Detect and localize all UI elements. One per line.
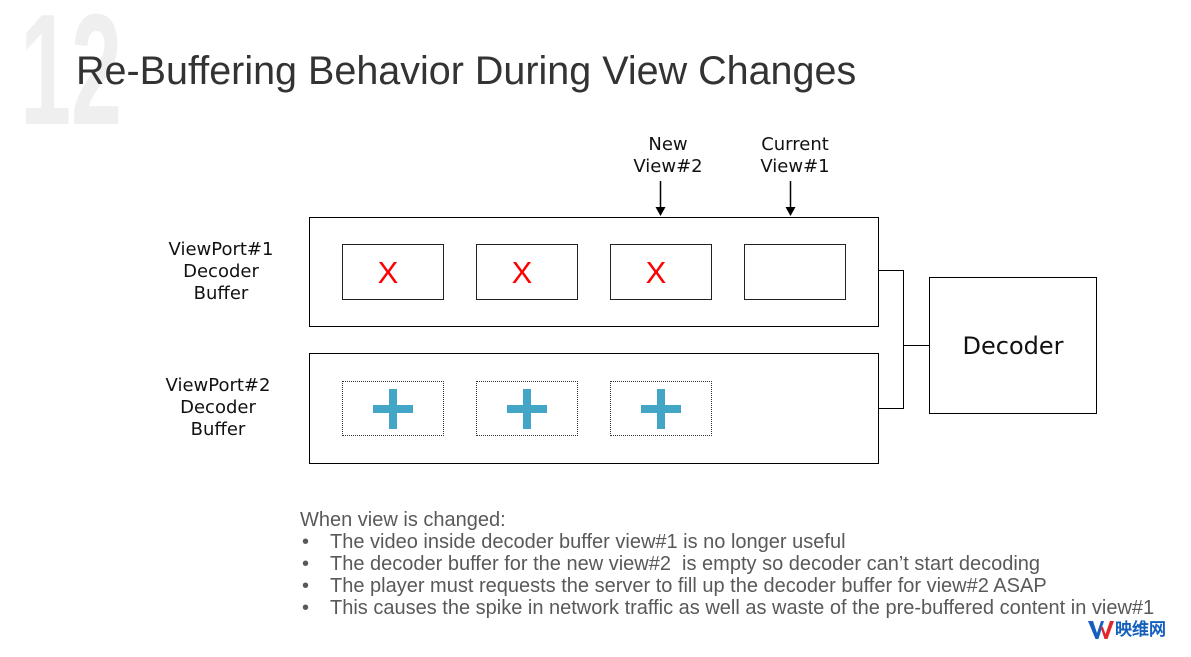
viewport1-buffer-label: ViewPort#1 Decoder Buffer [141, 239, 301, 305]
plus-icon [507, 388, 547, 429]
buffer-slot: X [610, 244, 712, 300]
decoder-box: Decoder [929, 277, 1097, 414]
buffer-slot-pending [342, 381, 444, 436]
viewport1-decoder-buffer: X X X [309, 217, 879, 327]
pointer-label-line: View#2 [633, 156, 703, 177]
plus-icon [641, 388, 681, 429]
slide-title: Re-Buffering Behavior During View Change… [76, 49, 857, 93]
buffer-slot: X [476, 244, 578, 300]
arrow-new-view-head [655, 207, 666, 216]
arrow-current-view-head [785, 207, 796, 216]
note-text: The decoder buffer for the new view#2 is… [330, 553, 1041, 575]
buffer-slot-pending [610, 381, 712, 436]
buffer-slot-pending [476, 381, 578, 436]
decoder-label: Decoder [962, 331, 1064, 360]
notes-heading: When view is changed: [300, 509, 506, 531]
list-item: • This causes the spike in network traff… [300, 597, 1154, 619]
pointer-label-line: New [648, 134, 688, 155]
bullet: • [302, 597, 310, 619]
x-mark: X [377, 254, 399, 290]
logo-text: 映维网 [1115, 620, 1166, 640]
notes-block: When view is changed: • The video inside… [300, 509, 1154, 619]
yingwei-logo-icon [1088, 621, 1114, 639]
viewport-label-line: Buffer [193, 283, 249, 304]
list-item: • The decoder buffer for the new view#2 … [300, 553, 1154, 575]
x-mark: X [645, 254, 667, 290]
slide-number: 12 [20, 0, 122, 158]
viewport-label-line: ViewPort#1 [168, 239, 274, 260]
pointer-label-line: View#1 [760, 156, 830, 177]
viewport2-buffer-label: ViewPort#2 Decoder Buffer [138, 375, 298, 441]
buffer-slot-current [744, 244, 846, 300]
note-text: This causes the spike in network traffic… [330, 597, 1155, 619]
plus-icon [373, 388, 413, 429]
viewport2-decoder-buffer [309, 353, 879, 464]
viewport-label-line: ViewPort#2 [165, 375, 271, 396]
bullet: • [302, 553, 310, 575]
bullet: • [302, 575, 310, 597]
viewport-label-line: Buffer [190, 419, 246, 440]
list-item: • The player must requests the server to… [300, 575, 1154, 597]
pointer-label-current-view: Current View#1 [735, 134, 855, 178]
x-mark: X [511, 254, 533, 290]
note-text: The video inside decoder buffer view#1 i… [330, 531, 846, 553]
bullet: • [302, 531, 310, 553]
brand-logo: 映维网 [1088, 620, 1166, 640]
viewport-label-line: Decoder [183, 261, 259, 282]
pointer-label-line: Current [761, 134, 829, 155]
note-text: The player must requests the server to f… [330, 575, 1047, 597]
pointer-label-new-view: New View#2 [608, 134, 728, 178]
list-item: • The video inside decoder buffer view#1… [300, 531, 1154, 553]
viewport-label-line: Decoder [180, 397, 256, 418]
buffer-slot: X [342, 244, 444, 300]
